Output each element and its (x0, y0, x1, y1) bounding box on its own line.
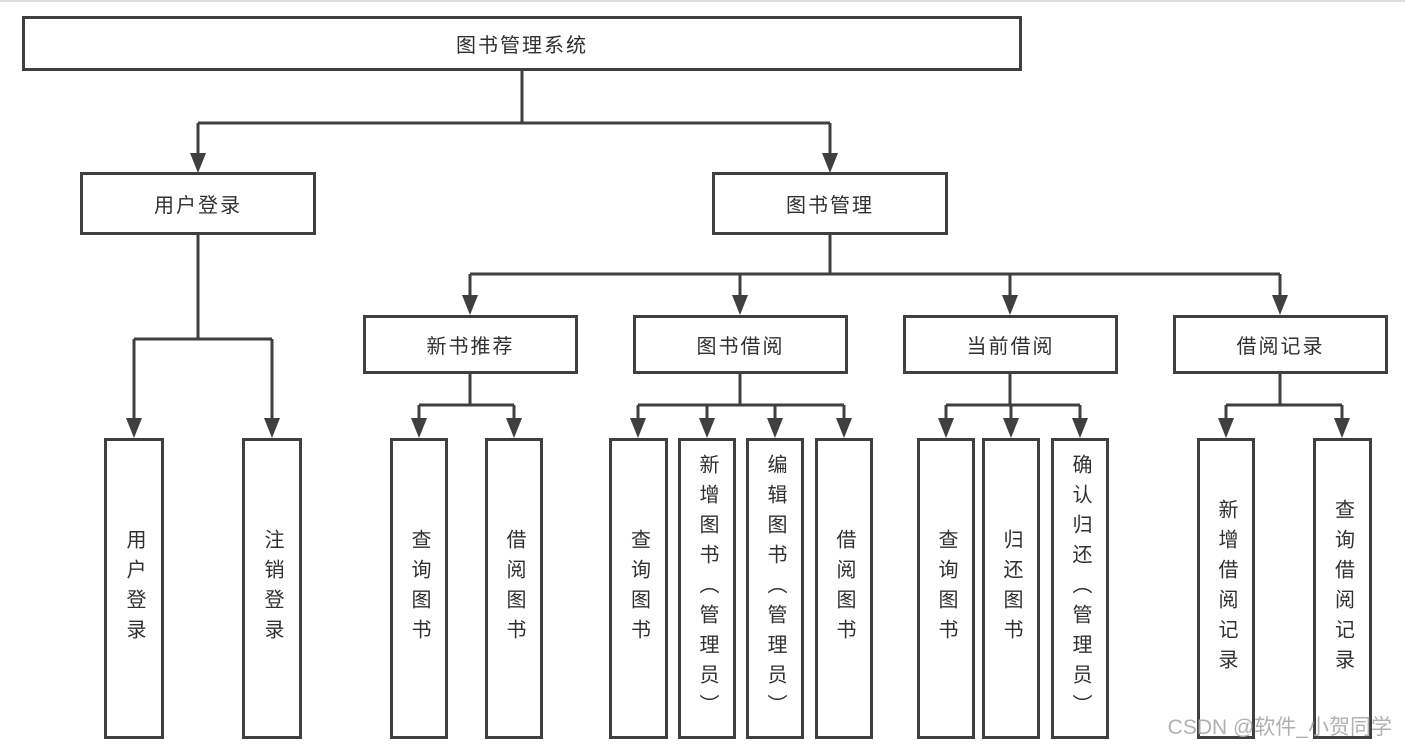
arrowhead (699, 418, 715, 438)
arrowhead (767, 418, 783, 438)
leaf-logout-label: 注销登录 (261, 528, 283, 649)
node-new-book-recommendation: 新书推荐 (363, 315, 578, 374)
node-user-login: 用户登录 (80, 172, 316, 235)
connector-book-borrowing-leaves (636, 374, 846, 419)
connector-user-login-leaves (132, 235, 274, 419)
arrowhead (1002, 295, 1018, 315)
leaf-query-books-current-label: 查询图书 (935, 528, 957, 649)
leaf-edit-book-admin-label: 编辑图书（管理员） (764, 453, 786, 724)
arrowhead (1218, 418, 1234, 438)
node-current-borrowing: 当前借阅 (903, 315, 1118, 374)
node-user-login-label: 用户登录 (154, 195, 242, 217)
node-book-management-label: 图书管理 (786, 195, 874, 217)
node-borrowing-records-label: 借阅记录 (1236, 336, 1325, 358)
leaf-query-borrow-record-label: 查询借阅记录 (1331, 498, 1354, 679)
connector-borrow-records-leaves (1224, 374, 1344, 419)
connector-new-books-leaves (417, 374, 516, 419)
node-current-borrowing-label: 当前借阅 (966, 336, 1055, 358)
arrowhead (836, 418, 852, 438)
arrowhead (1334, 418, 1350, 438)
node-root: 图书管理系统 (22, 16, 1022, 71)
leaf-query-books-borrowing-label: 查询图书 (627, 528, 650, 649)
node-book-borrowing-label: 图书借阅 (696, 336, 785, 358)
leaf-add-borrow-record: 新增借阅记录 (1197, 438, 1255, 739)
leaf-confirm-return-admin-label: 确认归还（管理员） (1069, 453, 1091, 724)
arrowhead (1272, 295, 1288, 315)
arrowhead (732, 295, 748, 315)
arrowhead (126, 418, 142, 438)
leaf-add-book-admin: 新增图书（管理员） (678, 438, 736, 739)
arrowhead (462, 295, 478, 315)
watermark: CSDN @软件_小贺同学 (1167, 716, 1392, 739)
leaf-borrow-books-recommend: 借阅图书 (485, 438, 543, 739)
connector-root-level2 (196, 71, 832, 154)
arrowhead (630, 418, 646, 438)
node-new-book-recommendation-label: 新书推荐 (426, 336, 515, 358)
arrowhead (938, 418, 954, 438)
leaf-confirm-return-admin: 确认归还（管理员） (1051, 438, 1109, 739)
leaf-logout: 注销登录 (242, 438, 302, 739)
arrowhead (1072, 418, 1088, 438)
leaf-user-login-label: 用户登录 (123, 528, 145, 649)
leaf-edit-book-admin: 编辑图书（管理员） (746, 438, 804, 739)
leaf-query-books-recommend-label: 查询图书 (408, 528, 430, 649)
leaf-user-login: 用户登录 (104, 438, 164, 739)
leaf-query-borrow-record: 查询借阅记录 (1313, 438, 1372, 739)
arrowhead (1003, 418, 1019, 438)
arrowhead (506, 418, 522, 438)
arrowhead (264, 418, 280, 438)
node-root-label: 图书管理系统 (456, 35, 588, 57)
arrowhead (411, 418, 427, 438)
connector-current-borrowing-leaves (944, 374, 1082, 419)
leaf-borrow-books-recommend-label: 借阅图书 (503, 528, 525, 649)
node-borrowing-records: 借阅记录 (1173, 315, 1388, 374)
node-book-management: 图书管理 (712, 172, 948, 235)
leaf-query-books-recommend: 查询图书 (390, 438, 448, 739)
arrowhead (822, 153, 838, 173)
leaf-query-books-borrowing: 查询图书 (609, 438, 668, 739)
node-book-borrowing: 图书借阅 (633, 315, 848, 374)
leaf-query-books-current: 查询图书 (917, 438, 975, 739)
leaf-return-books: 归还图书 (982, 438, 1040, 739)
leaf-add-book-admin-label: 新增图书（管理员） (696, 453, 718, 724)
connector-book-management-level3 (468, 235, 1282, 296)
arrowhead (190, 153, 206, 173)
leaf-add-borrow-record-label: 新增借阅记录 (1215, 498, 1237, 679)
leaf-borrow-books-borrowing: 借阅图书 (815, 438, 873, 739)
leaf-borrow-books-borrowing-label: 借阅图书 (833, 528, 855, 649)
leaf-return-books-label: 归还图书 (1000, 528, 1022, 649)
